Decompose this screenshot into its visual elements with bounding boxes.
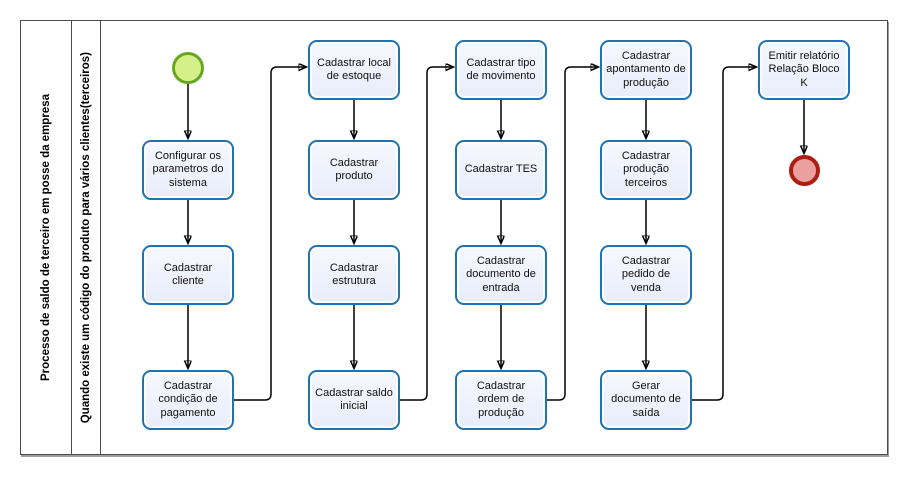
start-event[interactable] [172,52,204,84]
lane-header[interactable]: Quando existe um código do produto para … [72,21,101,454]
task-label: Emitir relatório Relação Bloco K [768,49,840,89]
pool-title: Processo de saldo de terceiro em posse d… [40,94,52,381]
task-cadastrar-apontamento-producao[interactable]: Cadastrar apontamento de produção [600,40,692,100]
task-cadastrar-local-estoque[interactable]: Cadastrar local de estoque [308,40,400,100]
task-cadastrar-documento-entrada[interactable]: Cadastrar documento de entrada [455,245,547,305]
task-label: Cadastrar pedido de venda [621,254,671,294]
task-cadastrar-tes[interactable]: Cadastrar TES [455,140,547,200]
task-label: Cadastrar cliente [163,261,213,288]
end-event[interactable] [789,155,820,186]
task-label: Cadastrar apontamento de produção [606,49,686,89]
task-label: Cadastrar saldo inicial [315,386,393,413]
task-cadastrar-ordem-producao[interactable]: Cadastrar ordem de produção [455,370,547,430]
task-cadastrar-producao-terceiros[interactable]: Cadastrar produção terceiros [600,140,692,200]
task-label: Gerar documento de saída [611,379,681,419]
task-label: Cadastrar estrutura [329,261,379,288]
task-label: Cadastrar produção terceiros [621,149,671,189]
task-label: Cadastrar tipo de movimento [466,56,536,83]
task-label: Configurar os parametros do sistema [152,149,224,189]
task-cadastrar-pedido-venda[interactable]: Cadastrar pedido de venda [600,245,692,305]
task-cadastrar-cliente[interactable]: Cadastrar cliente [142,245,234,305]
task-label: Cadastrar ordem de produção [476,379,526,419]
task-emitir-relatorio-bloco-k[interactable]: Emitir relatório Relação Bloco K [758,40,850,100]
task-label: Cadastrar produto [329,156,379,183]
task-configurar-parametros[interactable]: Configurar os parametros do sistema [142,140,234,200]
task-label: Cadastrar documento de entrada [466,254,536,294]
task-gerar-documento-saida[interactable]: Gerar documento de saída [600,370,692,430]
task-label: Cadastrar local de estoque [317,56,391,83]
task-label: Cadastrar condição de pagamento [158,379,218,419]
task-cadastrar-estrutura[interactable]: Cadastrar estrutura [308,245,400,305]
task-cadastrar-condicao-pagamento[interactable]: Cadastrar condição de pagamento [142,370,234,430]
task-label: Cadastrar TES [464,163,538,176]
lane-title: Quando existe um código do produto para … [80,51,92,424]
task-cadastrar-produto[interactable]: Cadastrar produto [308,140,400,200]
task-cadastrar-saldo-inicial[interactable]: Cadastrar saldo inicial [308,370,400,430]
pool-header[interactable]: Processo de saldo de terceiro em posse d… [21,21,72,454]
task-cadastrar-tipo-movimento[interactable]: Cadastrar tipo de movimento [455,40,547,100]
